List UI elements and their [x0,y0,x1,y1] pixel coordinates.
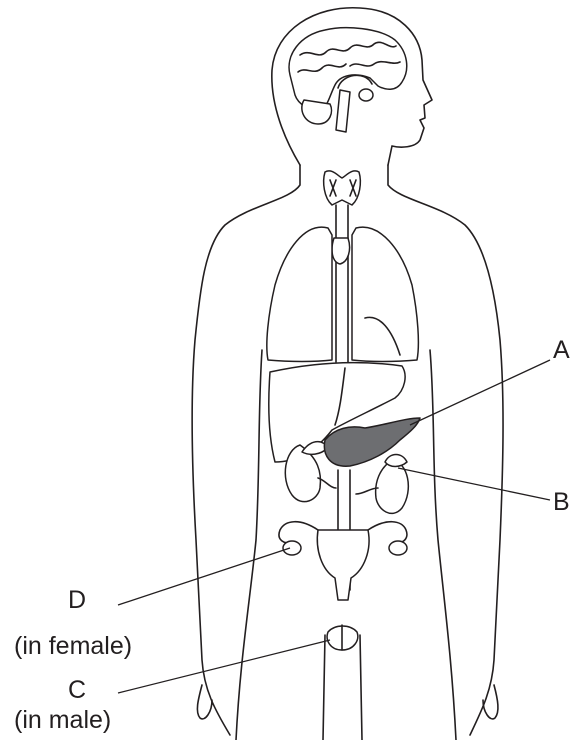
label-b-leader-line [398,468,550,500]
label-b: B [553,490,570,515]
label-a: A [553,338,570,363]
thyroid-gland [324,171,361,205]
label-c-note: (in male) [14,708,111,733]
trachea [336,205,348,362]
label-d: D [68,588,86,613]
thymus [332,238,350,264]
label-d-note: (in female) [14,634,132,659]
uterus [279,522,407,600]
label-d-leader-line [118,548,290,605]
label-c-leader-line [118,640,330,693]
label-c: C [68,678,86,703]
brain [289,28,407,132]
testes [323,625,362,740]
